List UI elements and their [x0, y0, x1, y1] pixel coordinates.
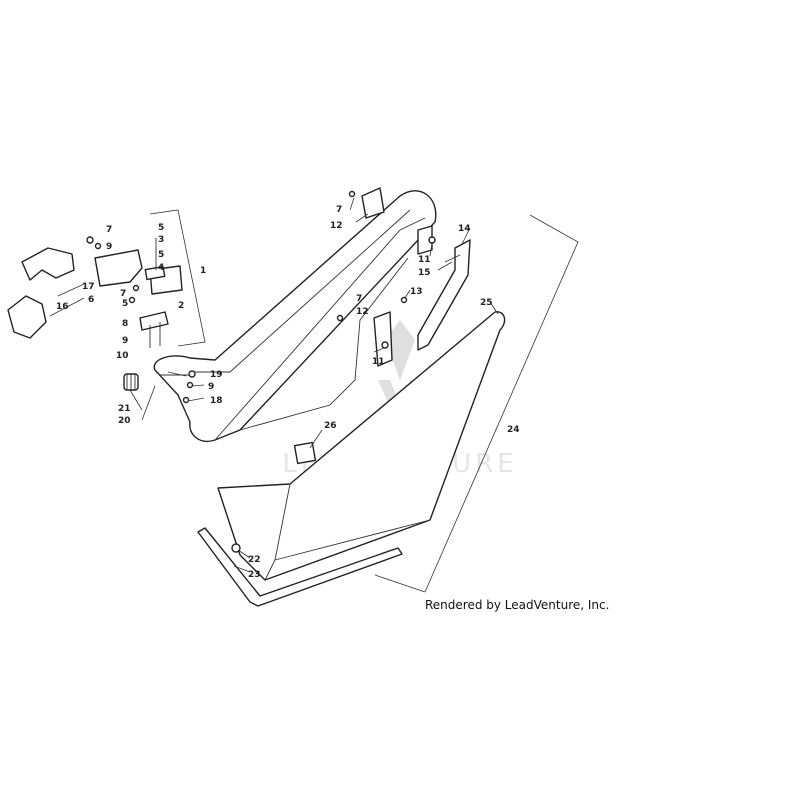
callout-7b: 7 — [120, 289, 126, 299]
callout-19: 19 — [210, 370, 223, 380]
support-bar — [373, 225, 433, 367]
callout-2: 2 — [178, 301, 184, 311]
handle-grip — [123, 373, 139, 391]
callout-18: 18 — [210, 396, 223, 406]
leader-lines — [49, 197, 499, 573]
callout-24: 24 — [507, 425, 520, 435]
callout-9a: 9 — [106, 242, 112, 252]
callout-4: 4 — [158, 263, 164, 273]
nut-lower — [381, 341, 389, 349]
callout-7c: 7 — [336, 205, 342, 215]
callout-5c: 5 — [122, 299, 128, 309]
callout-21: 21 — [118, 404, 131, 414]
callout-13: 13 — [410, 287, 423, 297]
callout-7d: 7 — [356, 294, 362, 304]
nut — [186, 381, 194, 389]
callout-1: 1 — [200, 266, 206, 276]
callout-5b: 5 — [158, 250, 164, 260]
washer — [188, 370, 196, 378]
bracket-line-24 — [424, 214, 579, 593]
callout-11a: 11 — [418, 255, 431, 265]
callout-3: 3 — [158, 235, 164, 245]
hood-panel — [217, 311, 506, 581]
side-bracket — [417, 239, 471, 351]
callout-10: 10 — [116, 351, 129, 361]
bolt-13 — [400, 296, 408, 304]
top-clamp — [361, 187, 385, 219]
callout-9c: 9 — [208, 382, 214, 392]
nut-upper — [428, 236, 436, 244]
callout-11b: 11 — [372, 357, 385, 367]
trim-strip — [197, 527, 403, 607]
callout-20: 20 — [118, 416, 131, 426]
mount-assembly — [86, 236, 183, 348]
lower-mount-bracket — [7, 295, 47, 339]
bracket-line-24b — [374, 574, 426, 593]
decal — [293, 441, 317, 465]
callout-26: 26 — [324, 421, 337, 431]
callout-7a: 7 — [106, 225, 112, 235]
callout-8: 8 — [122, 319, 128, 329]
callout-12a: 12 — [330, 221, 343, 231]
callout-12b: 12 — [356, 307, 369, 317]
callout-15: 15 — [418, 268, 431, 278]
callout-25: 25 — [480, 298, 493, 308]
callout-14: 14 — [458, 224, 471, 234]
bolt-mid — [336, 314, 344, 322]
callout-9b: 9 — [122, 336, 128, 346]
callout-5a: 5 — [158, 223, 164, 233]
bolt-top — [348, 190, 356, 198]
credit-text: Rendered by LeadVenture, Inc. — [425, 598, 609, 612]
callout-22: 22 — [248, 555, 261, 565]
side-mount-bracket — [21, 247, 75, 281]
steering-frame — [153, 190, 437, 442]
callout-17: 17 — [82, 282, 95, 292]
bolt — [182, 396, 190, 404]
callout-6: 6 — [88, 295, 94, 305]
bracket-line-1 — [149, 209, 206, 347]
callout-23: 23 — [248, 570, 261, 580]
callouts: 1 2 3 4 5 5 5 6 7 7 7 7 8 9 9 9 10 11 11… — [56, 205, 520, 580]
callout-16: 16 — [56, 302, 69, 312]
